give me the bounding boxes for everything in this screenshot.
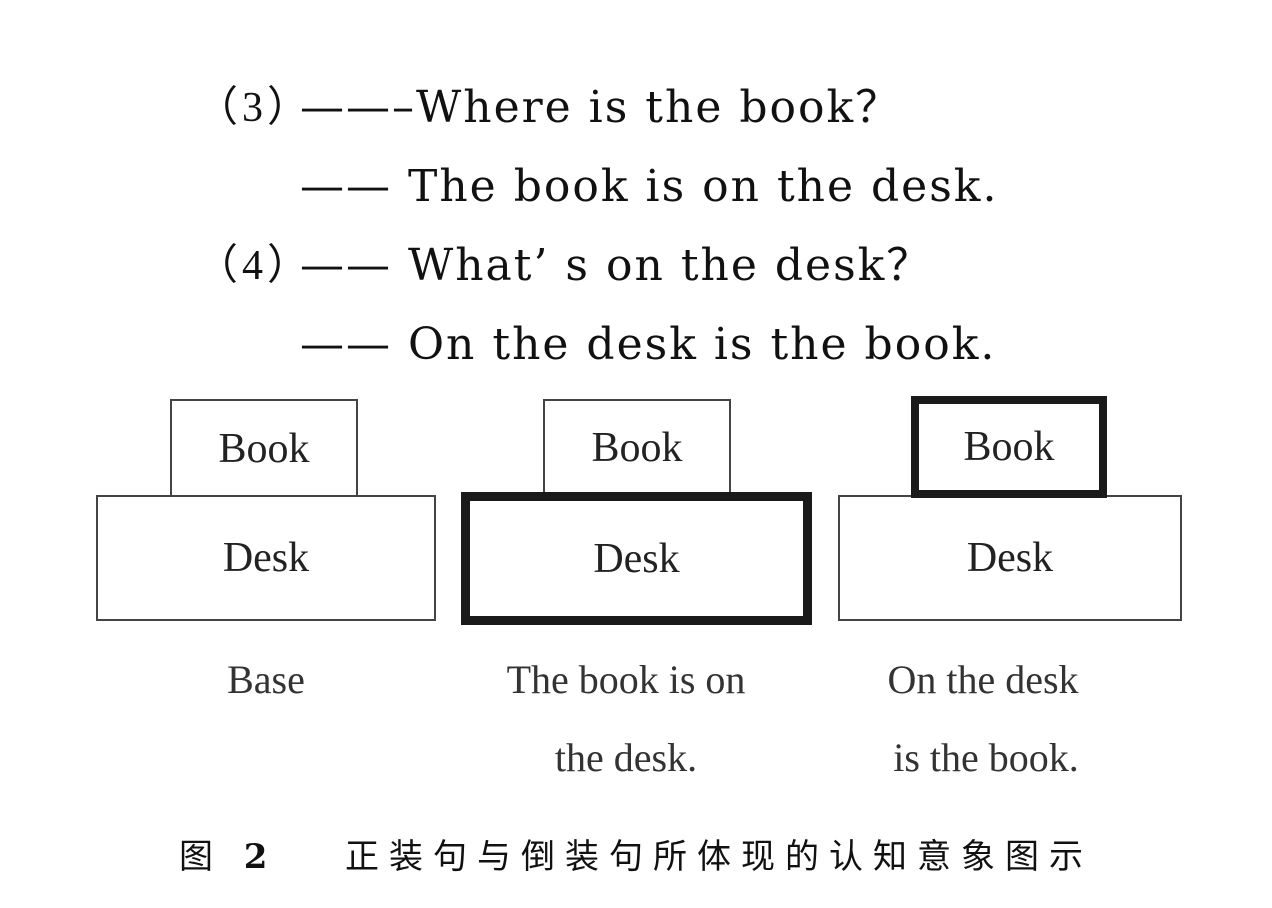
panel-3-book-box: Book <box>911 396 1107 498</box>
panel-3-caption-line2: is the book. <box>893 735 1079 780</box>
panel-1-caption-line1: Base <box>227 657 305 702</box>
panel-1-desk-box: Desk <box>96 495 436 621</box>
panel-3-desk-label: Desk <box>966 535 1054 581</box>
panel-3-caption-line1: On the desk <box>887 657 1079 702</box>
example-3-question: ——–Where is the book？ <box>300 82 902 133</box>
panel-1-desk-label: Desk <box>222 535 310 581</box>
panel-2-book-label: Book <box>591 424 683 471</box>
figure-caption: 图 2 正装句与倒装句所体现的认知意象图示 <box>0 832 1272 882</box>
example-4-answer: —— On the desk is the book. <box>300 319 997 370</box>
panel-1-book-label: Book <box>218 425 310 472</box>
figure-label: 图 <box>178 837 223 877</box>
panel-2-book-box: Book <box>543 399 731 496</box>
figure-caption-text: 正装句与倒装句所体现的认知意象图示 <box>345 837 1094 877</box>
panel-3-book-label: Book <box>963 424 1055 470</box>
example-3-number: （3） <box>196 85 314 131</box>
panel-1-book-box: Book <box>170 399 358 498</box>
panel-2-caption-line2: the desk. <box>554 735 698 780</box>
example-4-number: （4） <box>196 243 314 289</box>
figure-number: 2 <box>243 837 270 877</box>
example-3-answer: —— The book is on the desk. <box>300 161 999 212</box>
panel-3-desk-box: Desk <box>838 495 1182 621</box>
example-4-question: —— What’ s on the desk？ <box>300 240 933 291</box>
panel-2-desk-box: Desk <box>461 492 812 625</box>
panel-2-desk-label: Desk <box>593 535 680 582</box>
panel-2-caption-line1: The book is on <box>506 657 746 702</box>
